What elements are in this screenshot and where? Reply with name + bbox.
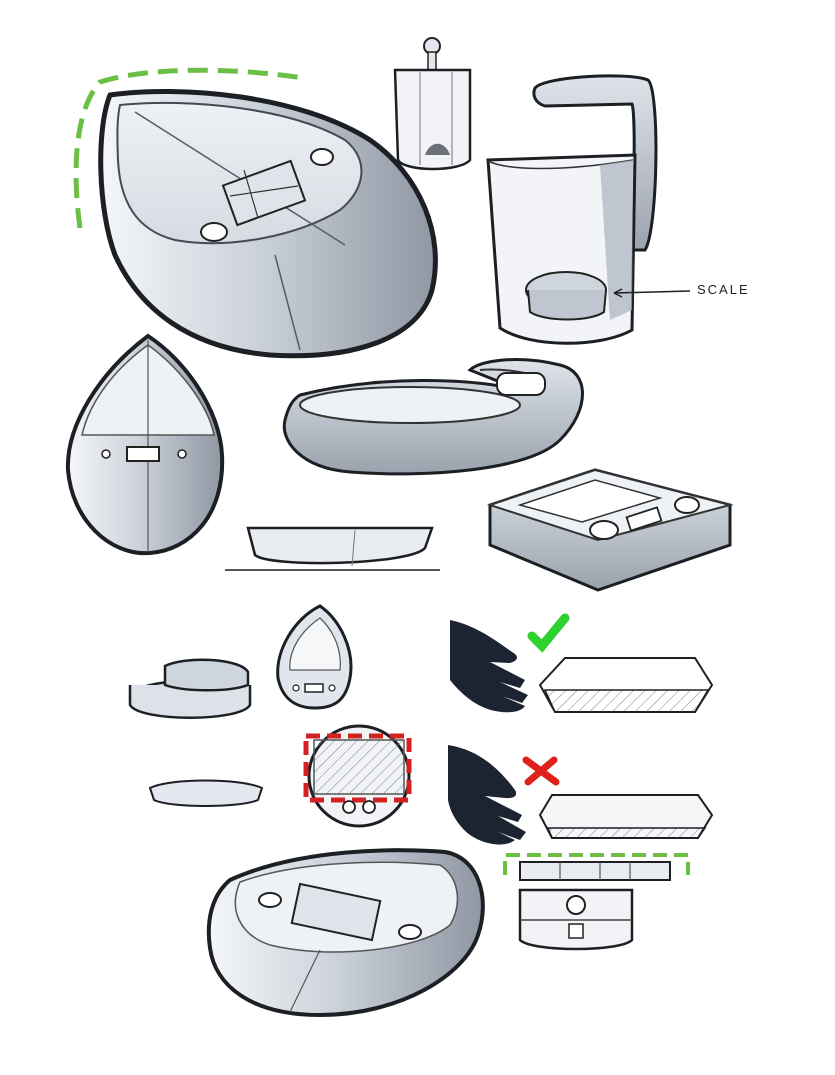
teardrop-top-sketch: [276, 604, 353, 710]
control-button: [566, 895, 586, 915]
display-window: [625, 506, 663, 532]
green-dashed-highlight: [73, 67, 304, 229]
pitcher-scale-sketch: SCALE: [486, 74, 750, 345]
ring-scale-sketch: [282, 358, 584, 476]
display-window: [221, 159, 307, 227]
pebble-scale-sketch: [206, 848, 485, 1018]
control-button-left: [342, 800, 356, 814]
green-dashed-highlight: [503, 853, 690, 875]
oval-scale-sketch: [73, 67, 438, 359]
cross-mark-icon: [522, 756, 560, 786]
control-button-left: [258, 892, 282, 908]
stacked-scale-sketch: [128, 658, 252, 719]
display-window: [304, 683, 324, 693]
check-mark-icon: [527, 613, 570, 653]
good-grip-sketch: [450, 613, 714, 713]
control-button-right: [674, 496, 700, 514]
control-button-right: [398, 924, 422, 940]
display-window: [126, 446, 160, 462]
control-button-right: [177, 449, 187, 459]
box-scale-sketch: [486, 468, 734, 592]
control-button-right: [310, 148, 334, 166]
bad-grip-sketch: [448, 745, 714, 845]
hand-icon: [448, 745, 526, 845]
thin-puck-sketch: [148, 779, 264, 807]
scale-annotation: SCALE: [697, 282, 750, 297]
control-button-right: [362, 800, 376, 814]
display-window: [568, 923, 584, 939]
small-container-sketch: [393, 37, 472, 171]
control-button-left: [200, 222, 228, 242]
hand-icon: [450, 620, 528, 713]
teardrop-front-sketch: [65, 333, 225, 556]
control-button-left: [101, 449, 111, 459]
round-scale-sketch: [303, 724, 412, 828]
control-button-left: [589, 520, 619, 540]
bowl-side-sketch: [225, 526, 440, 571]
slim-scale-sketch: [503, 853, 690, 951]
display-window: [290, 882, 382, 942]
red-dashed-highlight: [303, 733, 412, 803]
